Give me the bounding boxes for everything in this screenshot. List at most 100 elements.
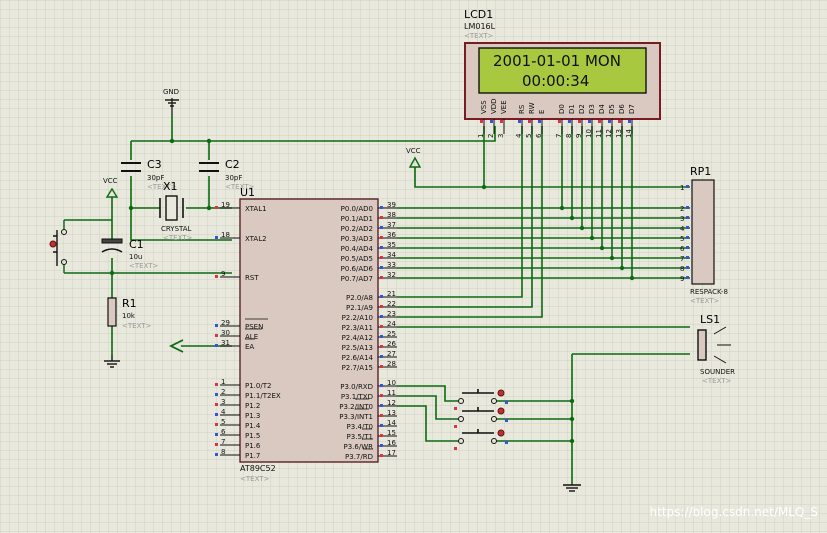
push-button-2[interactable] <box>454 407 508 428</box>
capacitor-c2[interactable]: C2 30pF <TEXT> <box>199 158 255 191</box>
rp1-pin-7[interactable]: 7 <box>680 255 689 263</box>
mcu-pin-4[interactable]: P1.34 <box>215 408 260 420</box>
lcd-pin-rs[interactable]: RS4 <box>515 104 526 138</box>
button-knob[interactable] <box>497 407 505 415</box>
button-knob[interactable] <box>497 389 505 397</box>
rp1-pin-4[interactable]: 4 <box>680 225 689 233</box>
reset-switch-knob[interactable] <box>49 240 57 248</box>
lcd-pin-e[interactable]: E6 <box>535 110 546 138</box>
lcd-pin-d0[interactable]: D07 <box>555 104 566 138</box>
lcd-module[interactable]: LCD1 LM016L <TEXT> 2001-01-01 MON 00:00:… <box>464 8 661 138</box>
button-knob[interactable] <box>497 429 505 437</box>
mcu-pin-1[interactable]: P1.0/T21 <box>215 378 271 390</box>
rp1-pin-number: 9 <box>680 275 684 283</box>
mcu-pin-3[interactable]: P1.23 <box>215 398 260 410</box>
crystal-x1[interactable]: X1 CRYSTAL <TEXT> <box>159 180 193 242</box>
push-button-1[interactable] <box>454 389 508 410</box>
mcu-pin-5[interactable]: P1.45 <box>215 418 261 430</box>
rp1-pin-2[interactable]: 2 <box>680 205 689 213</box>
resistor-r1[interactable]: R1 10k <TEXT> <box>107 297 152 330</box>
lcd-pin-d1[interactable]: D18 <box>565 104 576 138</box>
mcu-pin-number: 7 <box>221 438 225 446</box>
mcu-pin-number: 10 <box>387 379 396 387</box>
lcd-pin-number: 3 <box>497 134 505 138</box>
rp1-pin-6[interactable]: 6 <box>680 245 689 253</box>
microcontroller[interactable]: U1 AT89C52 <TEXT> XTAL119XTAL218RST9PSEN… <box>215 186 397 483</box>
lcd-pin-name: D5 <box>608 104 616 114</box>
lcd-pin-name: RW <box>528 102 536 114</box>
lcd-pin-name: VSS <box>480 100 488 114</box>
lcd-pin-rw[interactable]: RW5 <box>525 102 536 138</box>
lcd-pin-d2[interactable]: D29 <box>575 104 586 138</box>
capacitor-c1[interactable]: C1 10u <TEXT> <box>101 238 159 270</box>
mcu-pin-number: 38 <box>387 211 396 219</box>
rp1-pin-8[interactable]: 8 <box>680 265 689 273</box>
button-contact-right <box>491 398 497 404</box>
vcc-symbol-top[interactable]: VCC <box>406 147 422 168</box>
rp1-pin-9[interactable]: 9 <box>680 275 689 283</box>
button-pin-marker <box>454 425 457 428</box>
gnd-symbol-right[interactable] <box>563 484 581 492</box>
capacitor-c3[interactable]: C3 30pF <TEXT> <box>121 158 177 191</box>
mcu-pin-7[interactable]: P1.67 <box>215 438 261 450</box>
vcc-symbol-left[interactable]: VCC <box>103 177 119 198</box>
rp1-pin-5[interactable]: 5 <box>680 235 689 243</box>
rp1-pin-3[interactable]: 3 <box>680 215 689 223</box>
reset-switch[interactable] <box>49 220 67 273</box>
mcu-pin-8[interactable]: P1.78 <box>215 448 260 460</box>
sounder-ls1[interactable]: LS1 SOUNDER <TEXT> <box>697 313 735 385</box>
gnd-symbol-top[interactable]: GND <box>163 88 179 115</box>
mcu-pin-number: 28 <box>387 360 396 368</box>
push-button-3[interactable] <box>454 429 508 450</box>
mcu-pin-number: 31 <box>221 339 230 347</box>
mcu-pin-number: 26 <box>387 340 396 348</box>
x1-text-hint: <TEXT> <box>163 234 193 242</box>
rp1-pin-1[interactable]: 1 <box>680 184 689 192</box>
gnd-symbol-left[interactable] <box>104 355 120 368</box>
mcu-pin-6[interactable]: P1.56 <box>215 428 260 440</box>
button-pin-marker <box>505 441 508 444</box>
